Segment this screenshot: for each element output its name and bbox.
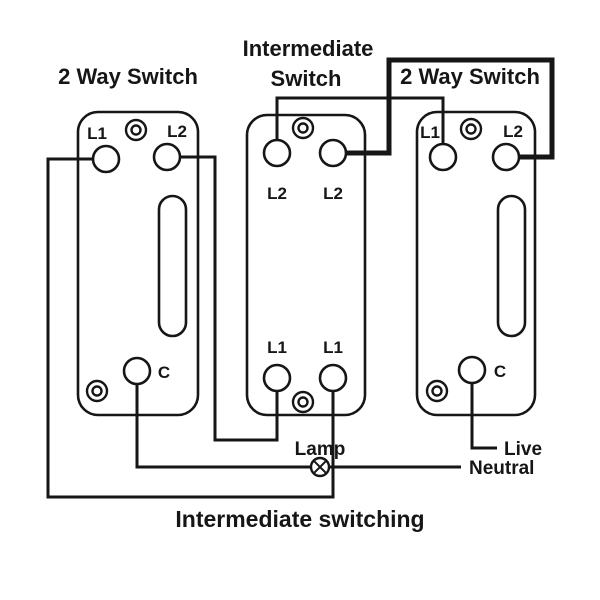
lamp-icon	[309, 456, 331, 478]
screw-hole-icon	[431, 385, 443, 397]
right-l2-label: L2	[503, 122, 523, 141]
wire-midL2a-to-rightL1	[275, 96, 445, 157]
mid-l1-right-label: L1	[323, 338, 343, 357]
terminal-mid-l2-right	[318, 138, 348, 168]
lamp-label: Lamp	[295, 439, 346, 460]
wire-leftC-to-lamp	[135, 371, 311, 469]
terminal-right-l1	[428, 142, 458, 172]
screw-hole-icon	[297, 122, 309, 134]
screw-hole-icon	[91, 385, 103, 397]
neutral-label: Neutral	[469, 458, 534, 479]
rocker-slot-icon	[496, 194, 527, 338]
terminal-mid-l2-left	[262, 138, 292, 168]
wire-midL2b-to-rightL2	[333, 57, 555, 160]
screw-hole-icon	[465, 123, 477, 135]
left-l2-label: L2	[167, 122, 187, 141]
diagram-caption: Intermediate switching	[175, 506, 424, 532]
left-l1-label: L1	[87, 124, 107, 143]
terminal-mid-l1-right	[318, 363, 348, 393]
live-label: Live	[504, 439, 542, 460]
wire-rightC-to-live	[470, 370, 497, 450]
intermediate-switch-title-line2: Switch	[271, 66, 342, 91]
screw-hole-icon	[297, 396, 309, 408]
left-c-label: C	[158, 363, 170, 382]
right-switch-title: 2 Way Switch	[400, 64, 540, 89]
wire-leftL1-to-midL1b	[46, 157, 335, 499]
right-c-label: C	[494, 362, 506, 381]
wire-leftL2-to-midL1a	[167, 155, 279, 442]
rocker-slot-icon	[157, 194, 188, 338]
terminal-left-l1	[91, 144, 121, 174]
right-l1-label: L1	[420, 123, 440, 142]
right-switch-plate	[415, 110, 537, 417]
intermediate-switch-plate	[245, 113, 367, 417]
terminal-left-c	[122, 356, 152, 386]
terminal-right-l2	[491, 142, 521, 172]
mid-l2-right-label: L2	[323, 184, 343, 203]
screw-hole-icon	[130, 124, 142, 136]
mid-l1-left-label: L1	[267, 338, 287, 357]
terminal-mid-l1-left	[262, 363, 292, 393]
mid-l2-left-label: L2	[267, 184, 287, 203]
terminal-right-c	[457, 355, 487, 385]
terminal-left-l2	[152, 142, 182, 172]
intermediate-switch-title-line1: Intermediate	[243, 36, 374, 61]
left-switch-title: 2 Way Switch	[58, 64, 198, 89]
